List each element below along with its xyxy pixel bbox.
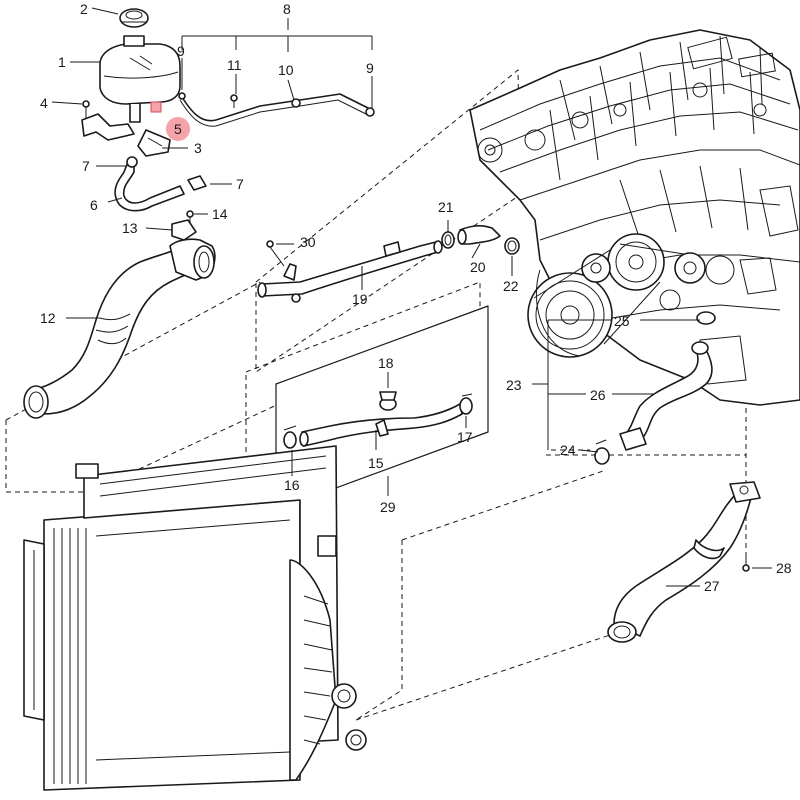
- clamp-16: [283, 425, 297, 449]
- callout-7-right: 7: [236, 176, 244, 192]
- clamp-17: [459, 393, 473, 415]
- callout-14: 14: [212, 206, 228, 222]
- callout-6: 6: [90, 197, 98, 213]
- bolt-30: [266, 240, 285, 267]
- callout-11: 11: [227, 57, 242, 73]
- clamp-22: [504, 237, 520, 255]
- callout-21: 21: [438, 199, 454, 215]
- lower-hose-27: [607, 481, 761, 643]
- callout-25: 25: [614, 313, 630, 329]
- callout-numbers: 2 1 4 5 3 7 7 6 8 9 9 11 10 12 13 14 30 …: [40, 1, 792, 594]
- bolt-11: [230, 94, 238, 108]
- callout-22: 22: [503, 278, 519, 294]
- clamp-21: [441, 231, 455, 249]
- callout-12: 12: [40, 310, 56, 326]
- callout-20: 20: [470, 259, 486, 275]
- engine-pulleys: [527, 233, 706, 358]
- clamp-24: [594, 439, 610, 465]
- heater-hose-19: [257, 240, 443, 303]
- callout-19: 19: [352, 291, 368, 307]
- vent-hose-10: [178, 92, 375, 127]
- callout-9-right: 9: [366, 60, 374, 76]
- callout-15: 15: [368, 455, 384, 471]
- callout-28: 28: [776, 560, 792, 576]
- callout-2: 2: [80, 1, 88, 17]
- clamp-18: [379, 391, 397, 411]
- callout-30: 30: [300, 234, 316, 250]
- reservoir-bracket: [81, 100, 171, 157]
- callout-5: 5: [174, 121, 182, 137]
- callout-1: 1: [58, 54, 66, 70]
- callout-3: 3: [194, 140, 202, 156]
- bolt-28: [742, 556, 750, 572]
- callout-24: 24: [560, 442, 576, 458]
- callout-16: 16: [284, 477, 300, 493]
- highlight-marker-5: [150, 101, 190, 141]
- upper-radiator-hose-12: [23, 238, 216, 419]
- leader-lines: [51, 7, 772, 587]
- outlet-hose-6: [114, 156, 207, 212]
- outlet-13: [171, 210, 197, 241]
- lower-hose-26: [619, 311, 716, 451]
- callout-23: 23: [506, 377, 522, 393]
- hose-15: [299, 403, 463, 447]
- callout-7-left: 7: [82, 158, 90, 174]
- engine-block: [469, 29, 800, 406]
- callout-18: 18: [378, 355, 394, 371]
- callout-13: 13: [122, 220, 138, 236]
- reservoir-cap: [119, 8, 149, 28]
- callout-4: 4: [40, 95, 48, 111]
- callout-9-left: 9: [177, 43, 185, 59]
- callout-8: 8: [283, 1, 291, 17]
- callout-29: 29: [380, 499, 396, 515]
- callout-27: 27: [704, 578, 720, 594]
- radiator: [23, 445, 367, 791]
- hose-20: [457, 225, 501, 245]
- callout-26: 26: [590, 387, 606, 403]
- callout-10: 10: [278, 62, 294, 78]
- callout-17: 17: [457, 429, 473, 445]
- coolant-reservoir: [99, 35, 181, 123]
